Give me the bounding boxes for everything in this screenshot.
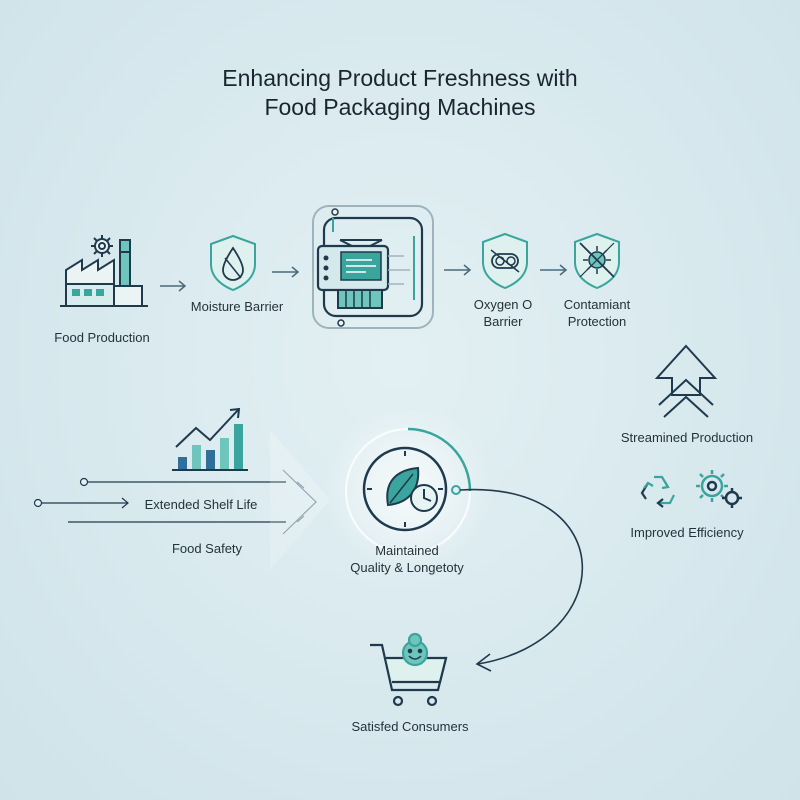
gear-icon [91, 235, 113, 257]
flow-arrows-top [160, 264, 568, 292]
shopping-cart-icon [370, 632, 448, 707]
growth-chart-icon [172, 407, 248, 471]
title-line-2: Food Packaging Machines [264, 94, 536, 120]
packaging-machine-icon [312, 205, 434, 329]
gears-icon [696, 470, 742, 508]
label-maintained-line-1: Maintained [375, 543, 439, 558]
page-title: Enhancing Product Freshness with Food Pa… [0, 64, 800, 122]
label-moisture-barrier: Moisture Barrier [190, 299, 284, 314]
contaminant-shield-icon [574, 232, 620, 290]
recycle-icon [640, 475, 675, 508]
label-oxygen-barrier: Oxygen O Barrier [448, 296, 558, 330]
label-maintained-quality: Maintained Quality & Longetoty [340, 542, 474, 576]
shelf-life-arrows [33, 469, 317, 535]
oxygen-shield-icon [482, 232, 528, 290]
label-contaminant-line-1: Contamiant [563, 297, 631, 312]
flow-curve [459, 488, 584, 665]
label-food-production: Food Production [54, 330, 150, 345]
moisture-shield-icon [210, 234, 256, 292]
label-contaminant-protection: Contamiant Protection [542, 296, 652, 330]
label-contaminant-line-2: Protection [567, 314, 627, 329]
factory-icon [60, 235, 148, 307]
up-arrow-icon [654, 344, 718, 418]
title-line-1: Enhancing Product Freshness with [222, 65, 578, 91]
label-oxygen-line-2: Barrier [483, 314, 523, 329]
label-food-safety: Food Safety [171, 541, 243, 556]
label-maintained-line-2: Quality & Longetoty [350, 560, 464, 575]
label-improved-efficiency: Improved Efficiency [630, 525, 744, 540]
label-oxygen-line-1: Oxygen O [473, 297, 533, 312]
label-streamlined-production: Streamined Production [620, 430, 754, 445]
label-satisfied-consumers: Satisfed Consumers [351, 719, 469, 734]
label-extended-shelf-life: Extended Shelf Life [144, 497, 258, 512]
